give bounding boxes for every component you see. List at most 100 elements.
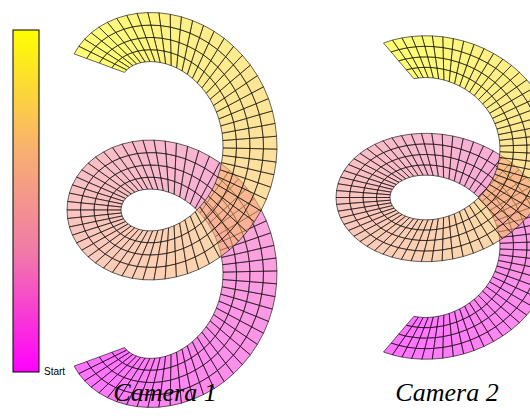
frame-box [74,46,91,58]
frame-box [437,218,444,230]
frame-box [522,266,530,277]
frame-box [250,271,264,283]
frame-box [166,251,176,266]
frame-box [406,69,418,79]
frame-box [249,282,264,295]
colorbar-start-label: Start [44,366,65,377]
frame-box [443,237,452,250]
frame-box [421,251,433,262]
frame-box [443,48,452,61]
frame-box [235,157,250,169]
frame-box [525,258,530,268]
frame-box [437,315,444,327]
frame-box [435,326,443,338]
frame-box [526,153,530,162]
frame-box [452,136,463,149]
frame-box [261,160,276,174]
frame-box [223,139,237,148]
frame-box [513,250,527,258]
frame-box [435,228,443,240]
frame-box [154,266,166,280]
frame-box [442,248,453,261]
frame-box [68,193,83,203]
frame-box [236,138,250,148]
frame-box [249,149,263,161]
frame-box [500,243,514,250]
frame-box [432,347,443,359]
frame-box [443,37,454,50]
camera-2-view [336,36,530,359]
frame-box [108,206,122,210]
frame-box [262,283,277,297]
frame-box [180,17,192,33]
frame-box [168,226,175,241]
frame-box [94,204,108,210]
frame-box [167,239,175,254]
frame-box [422,348,434,359]
view-caption: Camera 2 [395,378,498,408]
frame-box [377,194,391,198]
frame-box [500,146,514,153]
frame-box [513,242,527,250]
frame-box [443,346,454,359]
frame-box [337,184,352,192]
frame-box [164,354,171,369]
frame-box [432,250,443,262]
frame-box [250,137,264,149]
frame-box [176,143,188,159]
frame-box [444,69,451,81]
frame-box [249,260,263,272]
frame-box [513,145,527,153]
frame-box [384,40,399,52]
frame-box [263,136,277,149]
frame-box [513,152,527,160]
frame-box [452,39,463,52]
frame-box [499,249,513,256]
frame-box [186,146,199,163]
frame-box [443,145,452,158]
frame-box [223,148,237,157]
frame-box [263,149,277,162]
frame-box [167,167,175,182]
frame-box [434,337,444,349]
frame-box [67,202,81,211]
frame-box [363,193,377,198]
frame-box [527,242,530,251]
frame-box [222,280,236,290]
frame-box [350,192,364,198]
frame-box [499,152,513,159]
frame-box [170,14,181,29]
frame-box [522,168,530,179]
frame-box [161,228,169,242]
frame-box [236,272,250,282]
frame-box [443,335,452,348]
frame-box [527,145,530,154]
frame-box [527,188,530,202]
frame-box [526,250,530,259]
frame-box [522,196,530,210]
frame-box [166,154,176,169]
frame-box [433,239,443,251]
view-caption: Camera 1 [113,378,216,408]
color-bar [13,30,39,372]
camera-1-view [67,13,277,408]
frame-box [165,141,176,156]
frame-box [235,281,249,292]
frame-box [522,293,530,307]
frame-box [443,156,451,168]
frame-box [81,203,95,210]
frame-box [159,241,168,255]
frame-box [236,148,250,158]
frame-box [263,271,277,284]
frame-box [336,191,350,198]
frame-box [443,227,451,239]
frame-box [165,264,176,279]
frame-box [263,258,277,271]
frame-box [443,167,450,179]
frame-box [248,159,263,172]
frame-box [223,272,237,281]
frame-box [442,134,453,147]
frame-box [443,324,451,337]
frame-box [528,285,530,299]
